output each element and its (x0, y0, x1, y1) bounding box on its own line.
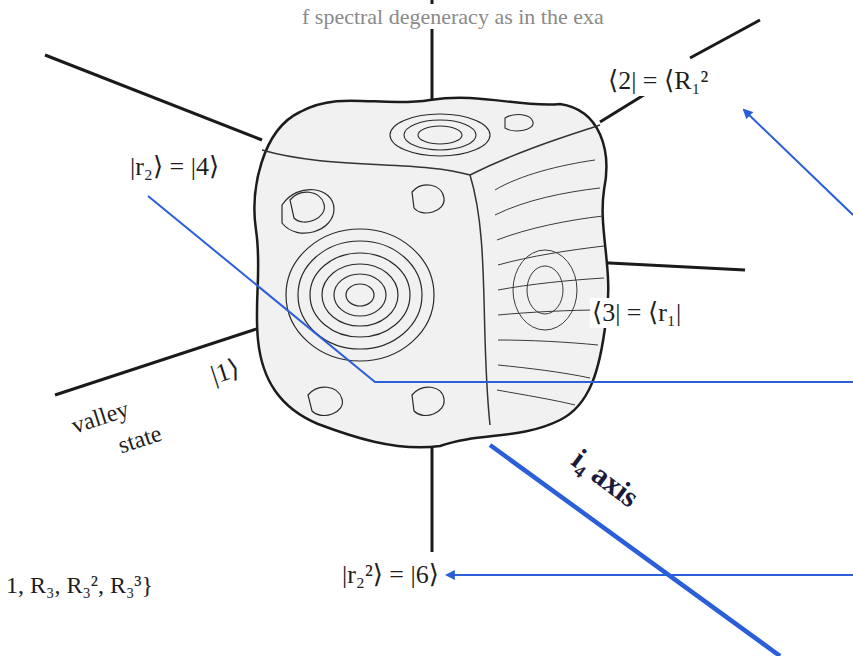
state-label: |r₂²⟩ = |6⟩ (340, 560, 441, 590)
axis-label: state (113, 419, 167, 460)
background-text: f spectral degeneracy as in the exa (300, 4, 606, 29)
state-label: |r₂⟩ = |4⟩ (128, 152, 221, 182)
state-label: ⟨2| = ⟨R₁² (606, 66, 710, 96)
annotation-lines (148, 110, 853, 656)
state-label: ⟨3| = ⟨r₁| (590, 298, 683, 328)
annotation-arrow (447, 574, 853, 576)
state-label: |1⟩ (205, 353, 245, 391)
symmetry-axes (45, 0, 760, 552)
group-elements: 1, R₃, R₃², R₃³} (4, 572, 155, 600)
cube-surface (255, 98, 609, 448)
axis-label: i₄ axis (563, 440, 647, 515)
